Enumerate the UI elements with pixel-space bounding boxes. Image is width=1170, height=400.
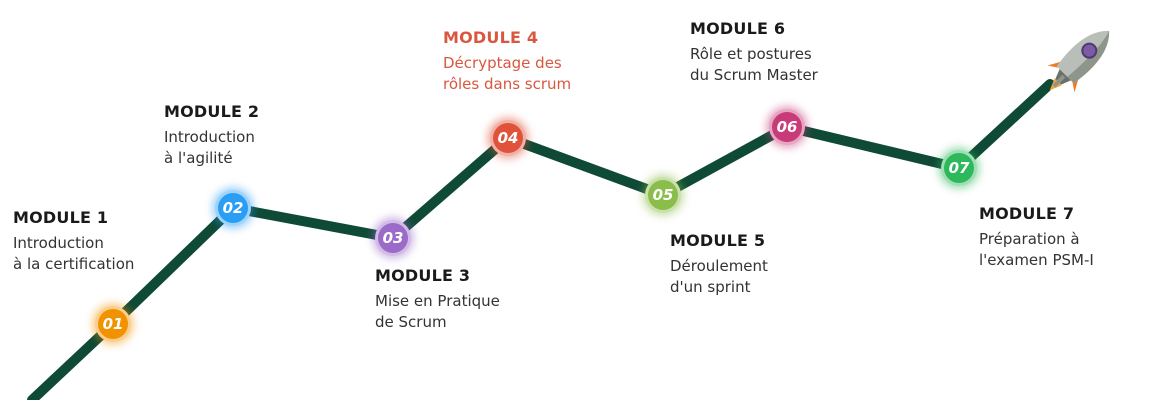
module-6: MODULE 6 Rôle et postures du Scrum Maste… [690, 19, 818, 86]
module-7: MODULE 7 Préparation à l'examen PSM-I [979, 204, 1094, 271]
module-title: MODULE 4 [443, 28, 539, 47]
module-description-line: Déroulement [670, 257, 768, 275]
module-title: MODULE 7 [979, 204, 1075, 223]
module-description: Rôle et postures du Scrum Master [690, 44, 818, 86]
step-badge-04: 04 [490, 120, 526, 156]
module-description-line: rôles dans scrum [443, 75, 572, 93]
module-description-line: de Scrum [375, 313, 447, 331]
module-2: MODULE 2 Introduction à l'agilité [164, 102, 259, 169]
step-badge-06: 06 [769, 109, 805, 145]
module-description: Introduction à la certification [13, 233, 134, 275]
module-title: MODULE 1 [13, 208, 109, 227]
module-description: Introduction à l'agilité [164, 127, 259, 169]
step-badge-01: 01 [95, 306, 131, 342]
step-badge-07: 07 [941, 150, 977, 186]
module-description: Décryptage des rôles dans scrum [443, 53, 571, 95]
module-5: MODULE 5 Déroulement d'un sprint [670, 231, 768, 298]
module-description: Préparation à l'examen PSM-I [979, 229, 1094, 271]
rocket-icon [1047, 30, 1110, 93]
module-description-line: Préparation à [979, 230, 1080, 248]
step-badge-05: 05 [645, 177, 681, 213]
module-description-line: Introduction [13, 234, 104, 252]
module-description-line: du Scrum Master [690, 66, 818, 84]
module-description-line: d'un sprint [670, 278, 751, 296]
step-badge-02: 02 [215, 190, 251, 226]
module-description-line: Rôle et postures [690, 45, 812, 63]
module-title: MODULE 6 [690, 19, 786, 38]
module-description-line: l'examen PSM-I [979, 251, 1094, 269]
module-4: MODULE 4 Décryptage des rôles dans scrum [443, 28, 571, 95]
module-description-line: à l'agilité [164, 149, 233, 167]
module-description-line: Introduction [164, 128, 255, 146]
module-1: MODULE 1 Introduction à la certification [13, 208, 134, 275]
step-badge-03: 03 [375, 220, 411, 256]
module-description-line: Décryptage des [443, 54, 562, 72]
module-description: Déroulement d'un sprint [670, 256, 768, 298]
module-description-line: Mise en Pratique [375, 292, 500, 310]
module-title: MODULE 2 [164, 102, 260, 121]
module-description-line: à la certification [13, 255, 135, 273]
module-title: MODULE 3 [375, 266, 471, 285]
module-title: MODULE 5 [670, 231, 766, 250]
module-description: Mise en Pratique de Scrum [375, 291, 500, 333]
module-3: MODULE 3 Mise en Pratique de Scrum [375, 266, 500, 333]
